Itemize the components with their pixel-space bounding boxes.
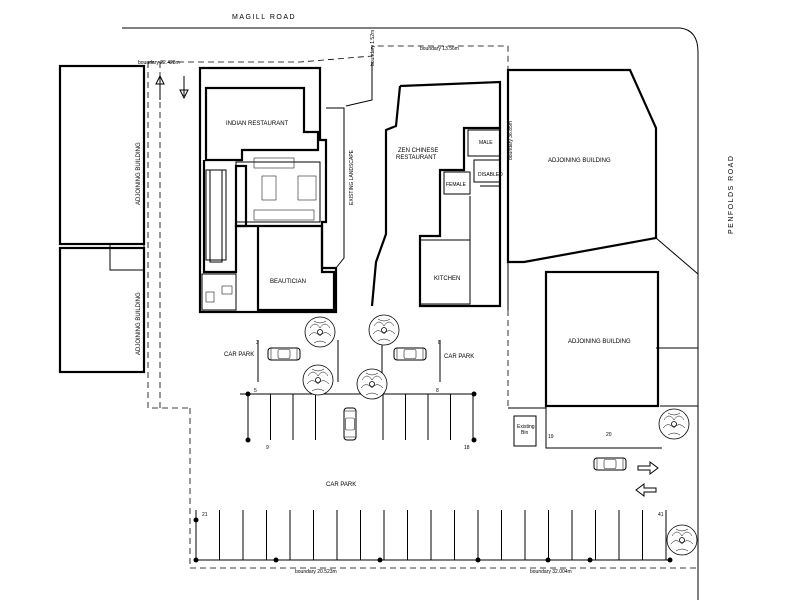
car-park-divider-left bbox=[257, 340, 339, 382]
main-building-outline bbox=[198, 66, 338, 314]
disabled-toilet bbox=[473, 159, 501, 183]
bollard-icon bbox=[471, 391, 477, 397]
tree-icon bbox=[368, 314, 400, 346]
space-number-9: 9 bbox=[266, 445, 269, 451]
left-wing-core bbox=[205, 169, 227, 261]
space-number-8: 8 bbox=[436, 388, 439, 394]
driveway-arrow-up-icon bbox=[155, 74, 165, 100]
left-wing-inner bbox=[209, 170, 223, 263]
left-wing-walls bbox=[202, 160, 260, 312]
bollard-icon bbox=[471, 437, 477, 443]
space-number-21: 21 bbox=[202, 512, 208, 518]
space-number-18: 18 bbox=[464, 445, 470, 451]
room-label-disabled: DISABLED bbox=[478, 172, 503, 178]
adjoining-building-left-bottom bbox=[58, 246, 146, 374]
boundary-label-top-small: boundary 1.52m bbox=[370, 30, 376, 66]
room-label-female: FEMALE bbox=[446, 182, 467, 188]
boundary-label-top-left: boundary 22.428m bbox=[138, 60, 180, 66]
landscape-strip bbox=[326, 107, 345, 269]
bin-label-1: Existing bbox=[517, 424, 535, 430]
room-label-zen-2: RESTAURANT bbox=[396, 155, 437, 161]
tree-icon bbox=[302, 364, 334, 396]
boundary-line-left bbox=[147, 62, 190, 409]
tree-icon bbox=[304, 316, 336, 348]
traffic-arrow-right-icon bbox=[637, 461, 659, 475]
parking-bays-upper bbox=[193, 391, 477, 523]
room-label-indian-restaurant: INDIAN RESTAURANT bbox=[226, 121, 289, 127]
wc-1 bbox=[205, 291, 215, 303]
tree-icon bbox=[666, 524, 698, 556]
car-icon bbox=[343, 407, 357, 441]
adjoining-building-left-top-label: ADJOINING BUILDING bbox=[136, 142, 142, 205]
adjoining-building-right-top-label: ADJOINING BUILDING bbox=[548, 158, 611, 164]
driveway-arrow-down-icon bbox=[179, 76, 189, 100]
car-icon bbox=[267, 347, 301, 361]
indian-kitchen-block bbox=[235, 161, 321, 223]
zen-kitchen bbox=[419, 239, 471, 305]
car-park-label-bottom: CAR PARK bbox=[326, 482, 356, 488]
room-label-zen-1: ZEN CHINESE bbox=[398, 148, 438, 154]
adjoining-building-left-top bbox=[58, 64, 146, 246]
amenities-block bbox=[201, 273, 237, 311]
bollard-icon bbox=[245, 437, 251, 443]
bin-label-2: Bin bbox=[521, 430, 528, 436]
beautician-walls bbox=[258, 224, 336, 312]
kitchen-bench-4 bbox=[253, 209, 315, 221]
boundary-label-top-right: boundary 13.56m bbox=[420, 46, 459, 52]
space-number-41: 41 bbox=[658, 512, 664, 518]
adjoining-building-right-mid-label: ADJOINING BUILDING bbox=[568, 339, 631, 345]
zen-restaurant-outline bbox=[399, 80, 502, 308]
boundary-label-bottom-left: boundary 20.523m bbox=[295, 569, 337, 575]
car-icon bbox=[393, 347, 427, 361]
wc-2 bbox=[221, 285, 233, 295]
zen-rear-walls bbox=[469, 185, 500, 304]
existing-bin-enclosure bbox=[513, 415, 537, 447]
adjoining-building-right-top bbox=[506, 68, 658, 264]
space-number-3: 3 bbox=[256, 340, 259, 346]
room-label-male: MALE bbox=[479, 140, 493, 146]
landscape-label: EXISTING LANDSCAPE bbox=[349, 149, 355, 205]
adjoining-building-notch bbox=[109, 243, 145, 271]
space-number-5: 5 bbox=[254, 388, 257, 394]
indian-restaurant-walls bbox=[204, 86, 320, 162]
room-label-kitchen: KITCHEN bbox=[434, 276, 460, 282]
bollard-icon bbox=[245, 391, 251, 397]
space-number-8-top: 8 bbox=[438, 340, 441, 346]
landscape-strip-right bbox=[345, 62, 373, 107]
kitchen-bench-1 bbox=[253, 157, 295, 169]
room-label-beautician: BEAUTICIAN bbox=[270, 279, 306, 285]
boundary-label-bottom-right: boundary 32.004m bbox=[530, 569, 572, 575]
road-label-magill: MAGILL ROAD bbox=[232, 14, 296, 21]
space-number-19: 19 bbox=[548, 434, 554, 440]
boundary-line-top bbox=[148, 45, 509, 70]
right-property-lines bbox=[507, 237, 699, 407]
kitchen-bench-2 bbox=[261, 175, 277, 201]
right-yard-lines bbox=[508, 406, 662, 449]
traffic-arrow-left-icon bbox=[635, 483, 657, 497]
road-edge-magill bbox=[122, 27, 699, 600]
kitchen-bench-3 bbox=[297, 175, 317, 201]
car-park-label-left: CAR PARK bbox=[224, 352, 254, 358]
tree-icon bbox=[356, 368, 388, 400]
road-label-penfolds: PENFOLDS ROAD bbox=[728, 155, 735, 234]
boundary-label-right: boundary 36.85m bbox=[508, 121, 514, 160]
parking-bays-lower bbox=[193, 510, 673, 563]
male-toilet bbox=[467, 129, 501, 157]
zen-restaurant-left-wall bbox=[370, 85, 402, 307]
tree-icon bbox=[658, 408, 690, 440]
female-toilet bbox=[443, 171, 471, 195]
kitchen-corridor-wall bbox=[234, 164, 248, 228]
car-icon bbox=[593, 457, 627, 471]
adjoining-building-right-mid bbox=[544, 270, 660, 408]
car-park-divider-right bbox=[381, 340, 441, 382]
boundary-line-bottom bbox=[189, 408, 698, 569]
adjoining-building-left-bottom-label: ADJOINING BUILDING bbox=[136, 292, 142, 355]
space-number-20: 20 bbox=[606, 432, 612, 438]
car-park-label-right: CAR PARK bbox=[444, 354, 474, 360]
